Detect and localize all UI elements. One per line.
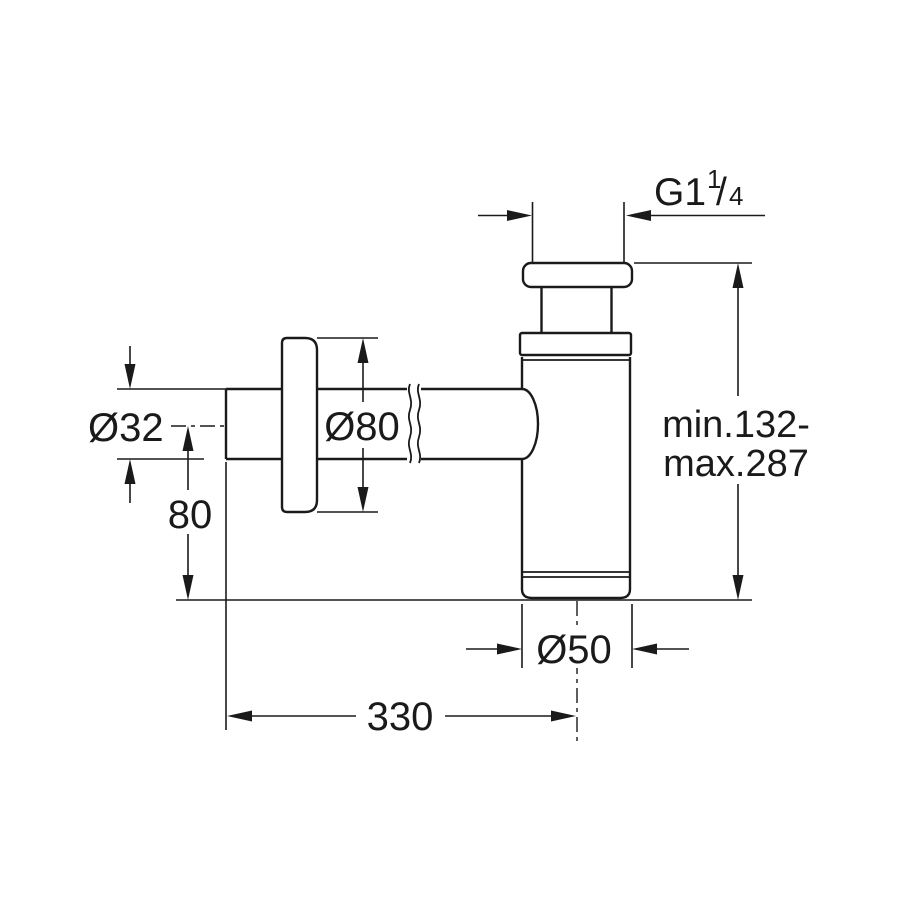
thread-size-denominator: 4 [729, 181, 743, 211]
dim-projection-length: 330 [225, 462, 576, 739]
arrowhead-left-pointing [632, 643, 657, 655]
height-range-line2: max.287 [663, 443, 809, 485]
projection-length-label: 330 [367, 695, 434, 739]
dim-thread-size: G1 1 / 4 [478, 164, 765, 262]
dim-body-diameter: Ø50 [466, 601, 689, 742]
inlet-pipe [224, 383, 540, 464]
top-flange [521, 261, 634, 289]
wall-offset-label: 80 [168, 493, 213, 537]
thread-size-label: G1 [654, 171, 706, 214]
arrowhead-down [357, 487, 369, 512]
arrowhead-down [124, 364, 136, 389]
thread-size-slash: / [716, 171, 727, 214]
pipe-body-joint-arc [521, 387, 540, 461]
label-background [324, 405, 402, 444]
arrowhead-up [732, 263, 744, 288]
arrowhead-left-pointing [227, 710, 252, 722]
arrowhead-up [124, 459, 136, 484]
arrowhead-up [182, 426, 194, 451]
trap-body [520, 357, 632, 600]
coupling-nut [518, 331, 633, 357]
dim-wall-offset: 80 [168, 425, 228, 600]
pipe-break-line-right [416, 383, 422, 464]
arrowhead-right-pointing [507, 210, 532, 221]
thread-size-numerator: 1 [707, 164, 721, 194]
wall-flange [280, 336, 319, 514]
body-bottom-cup [520, 577, 632, 600]
arrowhead-down [182, 575, 194, 600]
height-range-line1: min.132- [662, 404, 810, 446]
label-background [540, 630, 610, 668]
arrowhead-up [357, 338, 369, 363]
dim-pipe-diameter: Ø32 [88, 346, 226, 503]
arrowhead-left-pointing [626, 210, 651, 221]
body-diameter-label: Ø50 [536, 628, 612, 672]
arrowhead-right-pointing [551, 710, 576, 722]
label-background [660, 399, 812, 483]
pipe-diameter-label: Ø32 [88, 406, 164, 450]
arrowhead-down [732, 575, 744, 600]
flange-diameter-label: Ø80 [324, 405, 400, 449]
dim-height-range: min.132- max.287 [634, 262, 812, 600]
top-connector [518, 261, 634, 361]
pipe-break-line-left [407, 383, 413, 464]
dim-flange-diameter: Ø80 [317, 337, 402, 513]
arrowhead-right-pointing [497, 643, 522, 655]
